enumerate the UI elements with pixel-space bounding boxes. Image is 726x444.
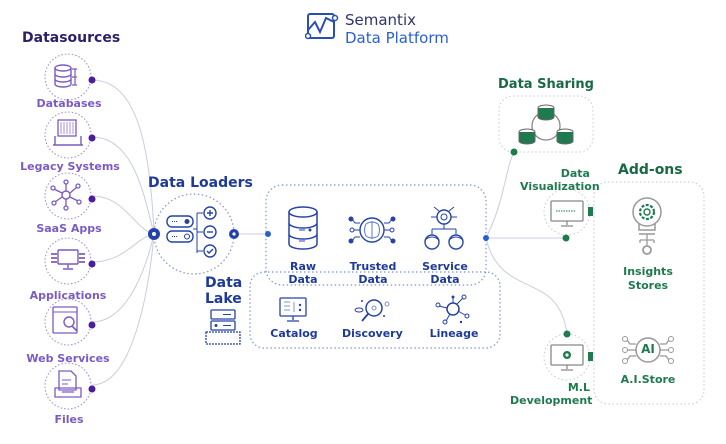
datasource-label: Files (54, 413, 84, 426)
connector-to-ml (485, 237, 568, 336)
data-visualization-label: Data Visualization (520, 167, 600, 193)
connector-applications (91, 233, 155, 263)
chart-monitor-icon[interactable] (549, 199, 585, 229)
datasource-label: Web Services (26, 352, 110, 365)
lake-item-label: Lineage (429, 327, 479, 340)
pipeline-trusted-data[interactable] (345, 210, 399, 254)
addons-heading: Add-ons (618, 162, 683, 178)
datasource-applications[interactable] (43, 236, 99, 286)
datasources-heading: Datasources (22, 30, 121, 46)
datasource-databases[interactable] (43, 52, 96, 102)
sharing-container (498, 95, 594, 153)
logo-title: Semantix (345, 11, 416, 29)
file-tray-icon (44, 362, 96, 410)
connector-to-sharing (485, 151, 515, 239)
web-search-icon (44, 298, 96, 346)
pipeline-service-data[interactable] (422, 205, 466, 261)
lake-item-discovery[interactable] (352, 296, 392, 330)
data-loaders-heading: Data Loaders (148, 175, 253, 191)
discovery-magnifier-icon (354, 299, 390, 322)
pipeline-label: Trusted Data (349, 260, 397, 286)
lake-item-catalog[interactable] (277, 296, 311, 328)
datasource-label: Applications (29, 289, 107, 302)
logo-subtitle: Data Platform (345, 29, 449, 47)
connector-legacy (91, 136, 155, 235)
pipeline-raw-data[interactable] (285, 205, 321, 257)
users-gear-icon (424, 206, 464, 250)
legacy-laptop-icon (44, 111, 96, 159)
database-icon (44, 53, 96, 101)
lake-item-label: Catalog (270, 327, 318, 340)
datasource-files[interactable] (43, 361, 99, 411)
connector-web (91, 233, 155, 323)
connector-databases (91, 79, 155, 235)
pipeline-label: Raw Data (288, 260, 318, 286)
addon-label: Insights Stores (623, 265, 673, 292)
addon-label: A.I.Store (620, 373, 676, 386)
server-controls-icon (166, 206, 217, 258)
logo: Semantix Data Platform (305, 8, 455, 48)
lightbulb-gear-icon[interactable] (626, 196, 668, 258)
lake-server-icon (205, 309, 241, 345)
shared-databases-icon (518, 104, 574, 145)
lineage-graph-icon (435, 294, 470, 325)
datasource-saas-apps[interactable] (43, 171, 99, 221)
monitor-circuit-icon (44, 237, 96, 285)
ai-chip-icon[interactable]: AI (616, 333, 680, 367)
data-lake-heading: Data Lake (205, 275, 243, 307)
ml-monitor-icon[interactable] (549, 343, 585, 373)
lake-item-label: Discovery (342, 327, 403, 340)
datasource-legacy-systems[interactable] (43, 110, 99, 160)
datasource-label: Databases (36, 97, 102, 110)
data-sharing-heading: Data Sharing (498, 77, 594, 92)
datasource-label: SaaS Apps (36, 222, 102, 235)
datasource-label: Legacy Systems (20, 160, 120, 173)
pipeline-label: Service Data (422, 260, 468, 286)
database-stack-icon (288, 206, 318, 250)
addons-container (593, 181, 705, 405)
lake-item-lineage[interactable] (433, 294, 473, 330)
data-lake-container (249, 271, 501, 349)
ml-development-label: M.L Development (510, 381, 593, 407)
brain-circuit-icon (348, 216, 396, 244)
connector-files (91, 233, 155, 386)
waveform-chip-icon (305, 13, 339, 40)
network-hub-icon (44, 172, 96, 220)
datasource-web-services[interactable] (43, 297, 99, 347)
ai-badge: AI (641, 342, 655, 356)
catalog-monitor-icon (279, 297, 307, 322)
